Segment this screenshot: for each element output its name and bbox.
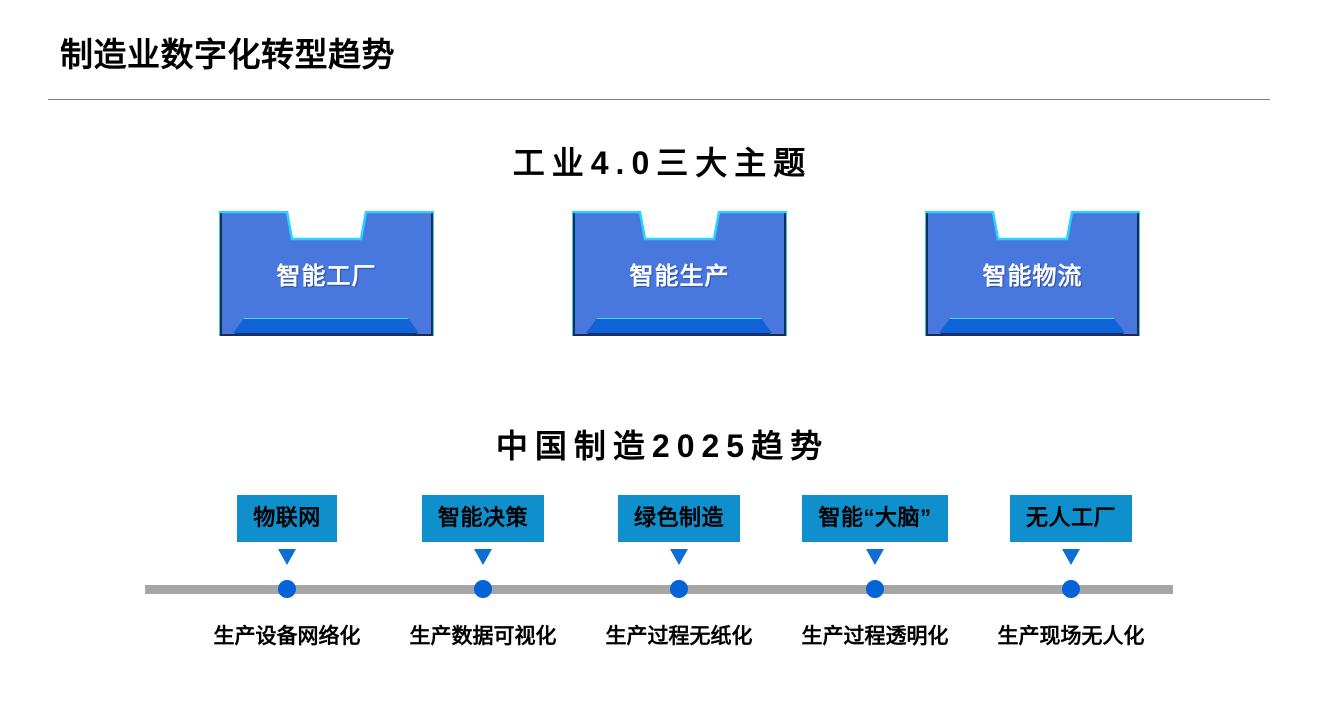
laptop-base-shadow [586,332,772,336]
timeline-caption: 生产过程透明化 [801,625,949,648]
timeline-node-0[interactable]: 物联网 生产设备网络化 [189,495,385,648]
timeline-badge[interactable]: 智能决策 [421,495,544,542]
page-title: 制造业数字化转型趋势 [60,36,395,73]
timeline-dot-icon [866,580,884,598]
timeline-caption: 生产现场无人化 [997,625,1145,648]
topic-card-label: 智能工厂 [276,263,377,290]
topic-card-2[interactable]: 智能物流 [925,207,1140,340]
section-heading-made-in-china-2025: 中国制造2025趋势 [495,428,830,464]
section-heading-industry40: 工业4.0三大主题 [512,145,813,181]
timeline-badge[interactable]: 无人工厂 [1009,495,1132,542]
topic-card-label: 智能生产 [629,263,730,290]
timeline-badge[interactable]: 物联网 [237,495,337,542]
triangle-down-icon [866,549,884,565]
laptop-base-shadow [233,332,419,336]
timeline-dot-icon [278,580,296,598]
timeline-node-3[interactable]: 智能“大脑” 生产过程透明化 [777,495,973,648]
timeline-node-4[interactable]: 无人工厂 生产现场无人化 [973,495,1169,648]
triangle-down-icon [670,549,688,565]
timeline-dot-icon [474,580,492,598]
industry40-items: 智能工厂 智能生产 智能物流 [0,207,1318,347]
laptop-base [586,318,772,333]
laptop-base-shadow [939,332,1125,336]
timeline-dot-icon [1062,580,1080,598]
timeline-caption: 生产数据可视化 [409,625,557,648]
laptop-base [233,318,419,333]
title-divider [48,99,1270,100]
timeline-track [145,585,1173,594]
timeline-caption: 生产过程无纸化 [605,625,753,648]
triangle-down-icon [1062,549,1080,565]
topic-card-1[interactable]: 智能生产 [572,207,787,340]
topic-card-0[interactable]: 智能工厂 [219,207,434,340]
timeline-badge[interactable]: 智能“大脑” [802,495,948,542]
topic-card-label: 智能物流 [982,263,1083,290]
timeline-node-2[interactable]: 绿色制造 生产过程无纸化 [581,495,777,648]
triangle-down-icon [474,549,492,565]
triangle-down-icon [278,549,296,565]
timeline-dot-icon [670,580,688,598]
trend-timeline: 物联网 生产设备网络化 智能决策 生产数据可视化 绿色制造 生产过程无纸化 智能… [0,495,1318,670]
timeline-node-1[interactable]: 智能决策 生产数据可视化 [385,495,581,648]
timeline-caption: 生产设备网络化 [213,625,361,648]
laptop-base [939,318,1125,333]
timeline-badge[interactable]: 绿色制造 [617,495,740,542]
